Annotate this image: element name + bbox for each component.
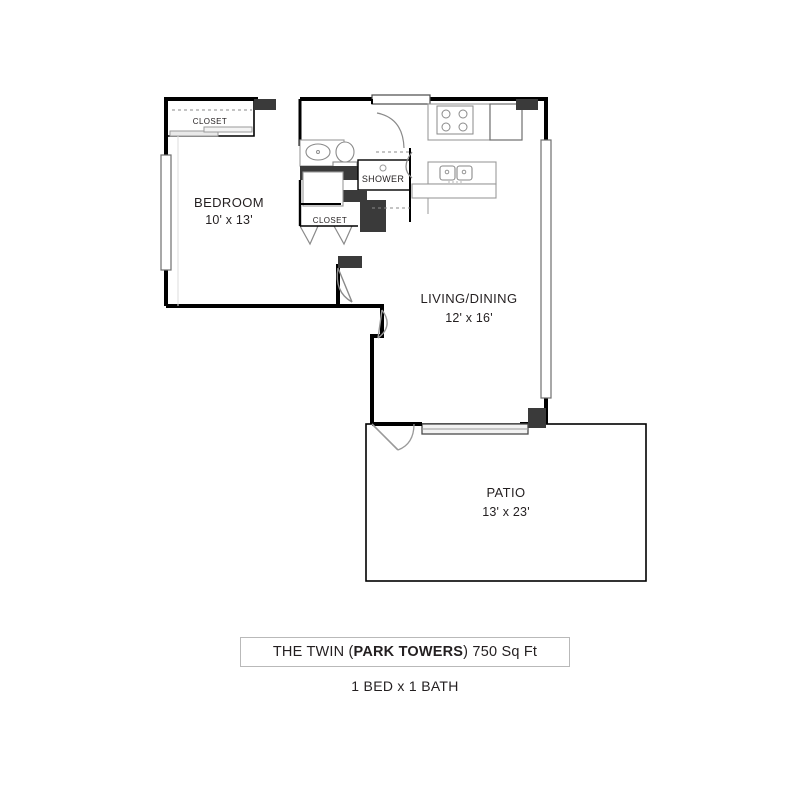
room-label-living-dining: LIVING/DINING 12' x 16' [421,291,518,325]
svg-text:PATIO: PATIO [486,485,525,500]
plan-title-text: THE TWIN (PARK TOWERS) 750 Sq Ft [273,644,537,660]
svg-text:BEDROOM: BEDROOM [194,195,264,210]
plan-title-community: PARK TOWERS [353,644,464,660]
plan-subtitle: 1 BED x 1 BATH [351,678,459,694]
svg-text:LIVING/DINING: LIVING/DINING [421,291,518,306]
structural-columns [338,256,546,428]
closet-bottom-label: CLOSET [313,216,347,225]
kitchen [411,99,538,214]
closet-top [165,99,276,137]
door-patio [371,423,415,451]
door-bedroom [336,267,353,303]
closet-top-label: CLOSET [193,117,227,126]
window-bedroom-left [160,154,172,271]
svg-text:10' x 13': 10' x 13' [205,213,253,227]
room-label-bedroom: BEDROOM 10' x 13' [194,195,264,227]
shower-label: SHOWER [362,174,405,184]
door-hall [377,309,388,339]
room-label-patio: PATIO 13' x 23' [482,485,530,519]
interior-walls [336,264,546,426]
patio-outline [365,423,647,582]
window-living-right [540,139,552,399]
plan-title-box: THE TWIN (PARK TOWERS) 750 Sq Ft [240,637,570,667]
closet-bottom [298,171,358,246]
plan-title-suffix: ) 750 Sq Ft [463,644,538,660]
svg-text:12' x 16': 12' x 16' [445,311,493,325]
entry-transom [371,94,431,105]
svg-text:13' x 23': 13' x 23' [482,505,530,519]
bathroom [298,99,413,232]
plan-title-prefix: THE TWIN ( [272,644,354,660]
